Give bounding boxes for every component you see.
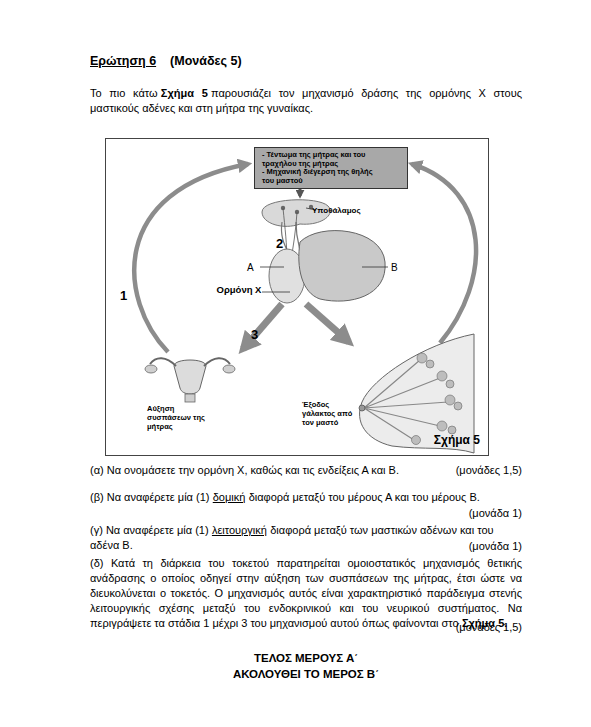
question-text: λειτουργική [212, 524, 267, 536]
question-text: (α) Να ονομάσετε την ορμόνη Χ, καθώς και… [90, 464, 399, 476]
points-note-block: (μονάδες 1,5) [422, 463, 522, 478]
nipple-shape [359, 405, 365, 411]
end-note-block: ΑΚΟΛΟΥΘΕΙ ΤΟ ΜΕΡΟΣ Β΄ [90, 667, 522, 682]
effect-label-block: Έξοδος γάλακτος από τον μαστό [302, 400, 360, 427]
gland-lobules [412, 353, 463, 445]
effect-label: Αύξηση συσπάσεων της μήτρας [147, 404, 205, 431]
uterus-shape [174, 360, 206, 394]
lobule [437, 421, 447, 431]
callout-number: 3 [251, 327, 258, 342]
callout-number: 1 [120, 288, 127, 303]
leader-line [260, 267, 284, 268]
part-label: Υποθάλαμος [312, 206, 361, 215]
question-text: δομική [213, 491, 246, 503]
points-note-block: (μονάδα 1) [422, 506, 522, 521]
intro-text: Το πιο κάτω [90, 87, 158, 99]
lobule [454, 402, 462, 410]
end-note: ΑΚΟΛΟΥΘΕΙ ΤΟ ΜΕΡΟΣ Β΄ [233, 668, 379, 680]
part-label-block: Β [391, 260, 398, 275]
points-note-block: (μονάδες 1,5) [422, 620, 522, 635]
figure-frame: Σχήμα 5 - Τέντωμα της μήτρας και του τραχ… [105, 138, 489, 456]
question-text-block: (β) Να αναφέρετε μία (1) δομικήδιαφορά με… [90, 490, 522, 505]
points-note: (μονάδες 1,5) [456, 621, 522, 633]
part-label-block: Υποθάλαμος [312, 203, 361, 218]
callout-number-block: 2 [276, 236, 283, 251]
stimulus-text: - Μηχανική διέγερση της θηλής του μαστού [262, 168, 373, 185]
stimulus-text: - Τέντωμα της μήτρας και του τραχήλου τη… [262, 151, 373, 168]
feedback-arrow [412, 164, 476, 343]
intro-text: Σχήμα 5 [161, 87, 208, 99]
points-note: (μονάδα 1) [469, 540, 522, 552]
question-text: (β) Να αναφέρετε μία (1) [90, 491, 209, 503]
effect-label: Έξοδος γάλακτος από τον μαστό [302, 400, 352, 427]
part-label: Α [247, 262, 254, 273]
question-text-block: (δ) Κατά τη διάρκεια του τοκετού παρατηρ… [90, 556, 522, 631]
milk-duct [364, 360, 448, 440]
question-text-block: (γ) Να αναφέρετε μία (1)λειτουργικήδιαφο… [90, 523, 522, 553]
part-label: Β [391, 262, 398, 273]
end-note-block: ΤΕΛΟΣ ΜΕΡΟΥΣ Α΄ [90, 651, 522, 666]
question-title: Ερώτηση 6 [90, 54, 156, 68]
hormone-label: Ορμόνη Χ [217, 284, 262, 295]
points-note: (Μονάδες 5) [170, 54, 241, 68]
points-note: (μονάδες 1,5) [456, 464, 522, 476]
effect-label-block: Αύξηση συσπάσεων της μήτρας [147, 404, 219, 431]
ovary-shape [145, 365, 157, 373]
lobule [448, 426, 456, 434]
end-note: ΤΕΛΟΣ ΜΕΡΟΥΣ Α΄ [254, 652, 358, 664]
lobule [412, 436, 421, 445]
question-text: διαφορά μεταξύ του μέρους Α και του μέρο… [249, 491, 480, 503]
fallopian-tube [150, 358, 230, 366]
question-text: (δ) Κατά τη διάρκεια του τοκετού παρατηρ… [90, 557, 522, 629]
leader-line [262, 292, 290, 293]
points-note: (μονάδα 1) [469, 507, 522, 519]
lobule [445, 395, 455, 405]
feedback-arrow [134, 164, 248, 352]
question-text: (γ) Να αναφέρετε μία (1) [90, 524, 209, 536]
hormone-arrow [243, 304, 282, 349]
figure-caption: Σχήμα 5 [434, 433, 480, 447]
ovary-shape [223, 365, 235, 373]
hormone-arrow [306, 304, 349, 342]
pituitary-stalk [281, 222, 300, 252]
leader-line [362, 267, 388, 268]
lobule [426, 360, 434, 368]
callout-number-block: 3 [251, 327, 258, 342]
heading-line: Ερώτηση 6 (Μονάδες 5) [90, 54, 242, 69]
stimulus-box: - Τέντωμα της μήτρας και του τραχήλου τη… [254, 147, 408, 189]
callout-number-block: 1 [120, 288, 127, 303]
intro-text-block: Το πιο κάτωΣχήμα 5παρουσιάζει τον μηχανι… [90, 86, 522, 116]
callout-number: 2 [276, 236, 283, 251]
question-text-block: (α) Να ονομάσετε την ορμόνη Χ, καθώς και… [90, 463, 445, 478]
points-note-block: (μονάδα 1) [422, 539, 522, 554]
lobule [437, 371, 447, 381]
cervix-shape [185, 394, 195, 402]
hormone-label-block: Ορμόνη Χ [216, 284, 262, 295]
part-label-block: Α [247, 260, 254, 275]
lobule [446, 380, 454, 388]
anterior-lobe [299, 231, 385, 302]
lobule [417, 353, 427, 363]
